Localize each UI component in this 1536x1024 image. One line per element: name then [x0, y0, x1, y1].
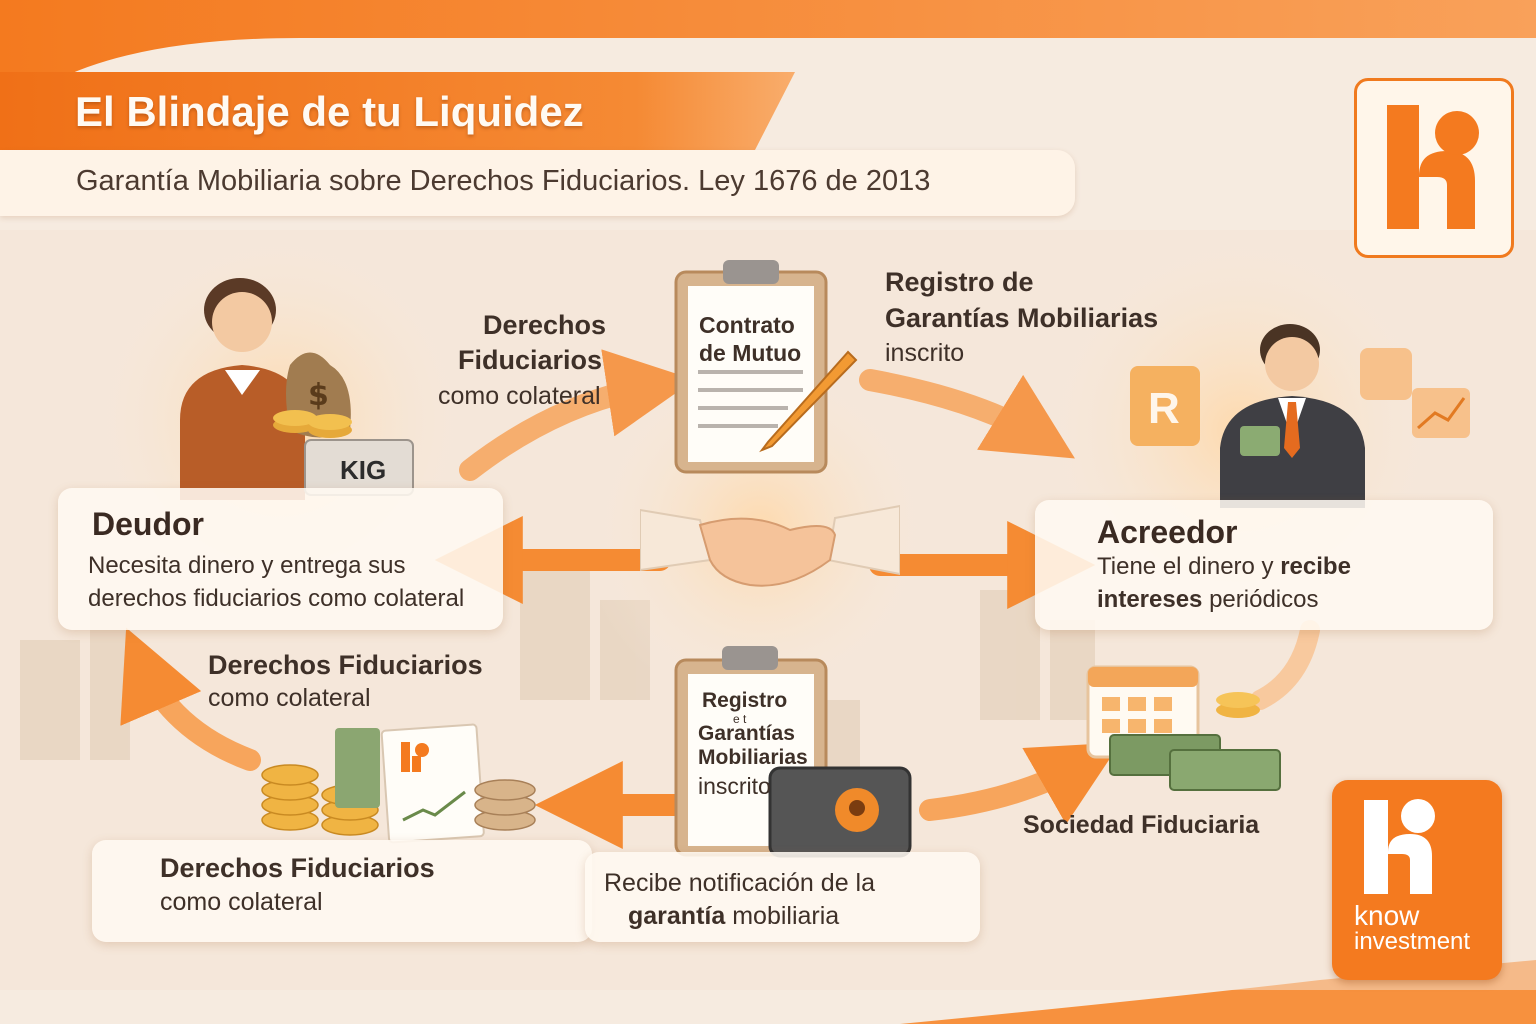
bag-symbol: $: [308, 378, 329, 413]
contract-clipboard-icon: [674, 260, 858, 474]
collateral-card-line2: como colateral: [160, 888, 323, 916]
top-flow-label-line3: como colateral: [438, 382, 601, 410]
collateral-card: [92, 840, 592, 942]
bottom-clipboard-line3: Garantías: [698, 722, 795, 745]
top-registry-line3: inscrito: [885, 339, 965, 367]
notification-line1: Recibe notificación de la: [604, 869, 875, 897]
brand-logo-top: [1354, 78, 1514, 258]
contract-label-line1: Contrato: [699, 312, 795, 338]
notification-card: [585, 852, 980, 942]
document-k-icon: [380, 723, 485, 844]
brand-k-icon: [1387, 105, 1479, 229]
subtitle-panel: [0, 150, 1075, 216]
safe-icon: [768, 766, 912, 858]
bottom-clipboard-line2: e t: [733, 712, 747, 726]
creditor-desc-line1-b: recibe: [1280, 553, 1351, 580]
brand-word-investment: investment: [1354, 928, 1471, 955]
bottom-clipboard-line1: Registro: [702, 689, 788, 712]
brand-word-know: know: [1354, 900, 1420, 931]
notification-line2: garantía mobiliaria: [628, 902, 839, 931]
debtor-card: [58, 488, 503, 630]
cash-stack-icon: [1109, 692, 1281, 791]
registry-r-icon: [1130, 366, 1200, 446]
bottom-clipboard-line5: inscrito: [698, 773, 771, 799]
top-registry-line2: Garantías Mobiliarias: [885, 303, 1159, 333]
creditor-desc-line1: Tiene el dinero y recibe: [1097, 553, 1351, 581]
growth-chart-icon: [1412, 388, 1470, 438]
creditor-title: Acreedor: [1097, 514, 1238, 550]
top-flow-label-line2: Fiduciarios: [458, 345, 603, 375]
contract-label-line2: de Mutuo: [699, 340, 802, 366]
bottom-clipboard-line4: Mobiliarias: [698, 746, 808, 769]
page-subtitle: Garantía Mobiliaria sobre Derechos Fiduc…: [76, 165, 931, 197]
banknotes-icon: [335, 728, 380, 808]
fiduciary-company-label: Sociedad Fiduciaria: [1023, 811, 1260, 839]
creditor-desc-line1-a: Tiene el dinero y: [1097, 553, 1281, 580]
handshake-icon: [640, 504, 900, 587]
registry-clipboard-icon: [674, 646, 912, 858]
pen-icon: [759, 350, 858, 453]
creditor-desc-line2-a: intereses: [1097, 586, 1203, 613]
registry-r-letter: R: [1148, 384, 1180, 433]
top-flow-label-line1: Derechos: [483, 310, 607, 340]
collateral-card-line1: Derechos Fiduciarios: [160, 853, 435, 883]
page-title: El Blindaje de tu Liquidez: [75, 88, 584, 135]
collateral-coins-icon: [261, 723, 536, 844]
creditor-desc-line2-b: periódicos: [1202, 586, 1319, 613]
plus-document-icon: [1360, 348, 1412, 400]
creditor-illustration: R: [1130, 324, 1470, 508]
debtor-desc-line1: Necesita dinero y entrega sus: [88, 552, 406, 579]
top-registry-line1: Registro de: [885, 267, 1034, 297]
left-flow-label-line1: Derechos Fiduciarios: [208, 650, 483, 680]
debtor-illustration: $ KIG: [180, 278, 414, 500]
left-flow-label-line2: como colateral: [208, 684, 371, 712]
cash-icon: [1240, 426, 1280, 456]
kig-box-label: KIG: [340, 455, 386, 485]
notification-line2-a: garantía: [628, 902, 726, 930]
brand-logo-bottom: know investment: [1332, 780, 1502, 980]
creditor-desc-line2: intereses periódicos: [1097, 586, 1318, 614]
notification-line2-b: mobiliaria: [725, 902, 840, 930]
gold-coins-icon: [273, 410, 352, 438]
brand-k-icon-white: [1364, 799, 1435, 894]
creditor-card: [1035, 500, 1493, 630]
debtor-title: Deudor: [92, 506, 204, 542]
debtor-desc-line2: derechos fiduciarios como colateral: [88, 585, 465, 612]
calendar-money-icon: [1086, 665, 1281, 791]
